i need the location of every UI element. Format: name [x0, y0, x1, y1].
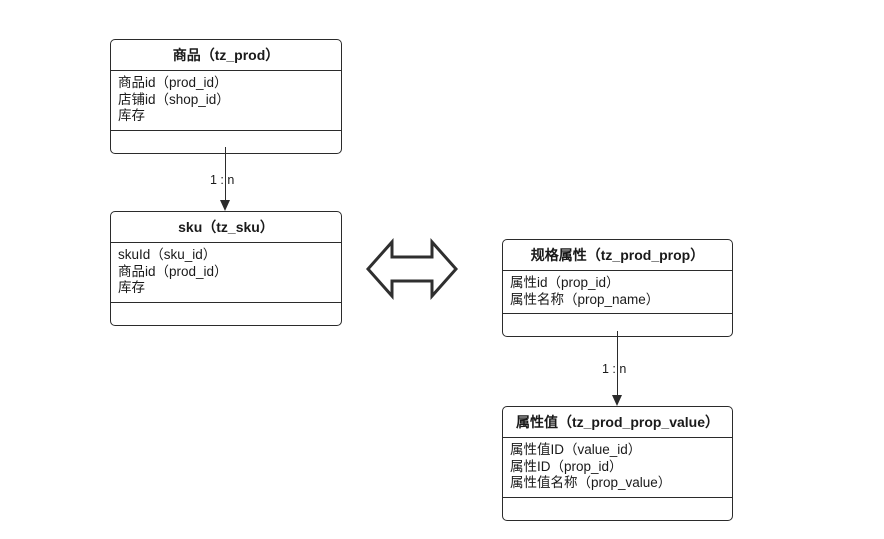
entity-footer-tz-prod	[111, 131, 341, 153]
entity-attributes-tz-prod: 商品id（prod_id） 店铺id（shop_id） 库存	[111, 71, 341, 131]
attribute-row: 属性名称（prop_name）	[510, 291, 660, 307]
entity-attributes-tz-sku: skuId（sku_id） 商品id（prod_id） 库存	[111, 243, 341, 303]
entity-box-tz-prod[interactable]: 商品（tz_prod） 商品id（prod_id） 店铺id（shop_id） …	[110, 39, 342, 154]
attribute-row: 商品id（prod_id）	[118, 263, 228, 279]
entity-title-tz-prod-prop-value: 属性值（tz_prod_prop_value）	[503, 407, 732, 438]
connector-line	[225, 147, 226, 200]
double-arrow-horizontal-icon	[366, 234, 458, 304]
connector-cardinality-label: 1 : n	[210, 173, 235, 187]
attribute-row: 库存	[118, 280, 145, 295]
entity-footer-tz-prod-prop-value	[503, 498, 732, 520]
arrowhead-down-icon	[219, 200, 230, 211]
entity-title-tz-prod-prop: 规格属性（tz_prod_prop）	[503, 240, 732, 271]
connector-cardinality-label: 1 : n	[602, 362, 627, 376]
entity-attributes-tz-prod-prop-value: 属性值ID（value_id） 属性ID（prop_id） 属性值名称（prop…	[503, 438, 732, 498]
entity-box-tz-prod-prop-value[interactable]: 属性值（tz_prod_prop_value） 属性值ID（value_id） …	[502, 406, 733, 521]
attribute-row: 属性id（prop_id）	[510, 275, 620, 290]
entity-title-tz-prod: 商品（tz_prod）	[111, 40, 341, 71]
attribute-row: 店铺id（shop_id）	[118, 91, 230, 107]
attribute-row: 库存	[118, 108, 145, 123]
entity-box-tz-prod-prop[interactable]: 规格属性（tz_prod_prop） 属性id（prop_id） 属性名称（pr…	[502, 239, 733, 337]
attribute-row: 属性ID（prop_id）	[510, 458, 623, 474]
connector-line	[617, 331, 618, 395]
attribute-row: 属性值ID（value_id）	[510, 442, 642, 457]
attribute-row: 商品id（prod_id）	[118, 75, 228, 90]
arrowhead-down-icon	[611, 395, 622, 406]
entity-footer-tz-sku	[111, 303, 341, 325]
entity-box-tz-sku[interactable]: sku（tz_sku） skuId（sku_id） 商品id（prod_id） …	[110, 211, 342, 326]
entity-title-tz-sku: sku（tz_sku）	[111, 212, 341, 243]
attribute-row: skuId（sku_id）	[118, 247, 217, 262]
attribute-row: 属性值名称（prop_value）	[510, 475, 672, 490]
entity-attributes-tz-prod-prop: 属性id（prop_id） 属性名称（prop_name）	[503, 271, 732, 314]
